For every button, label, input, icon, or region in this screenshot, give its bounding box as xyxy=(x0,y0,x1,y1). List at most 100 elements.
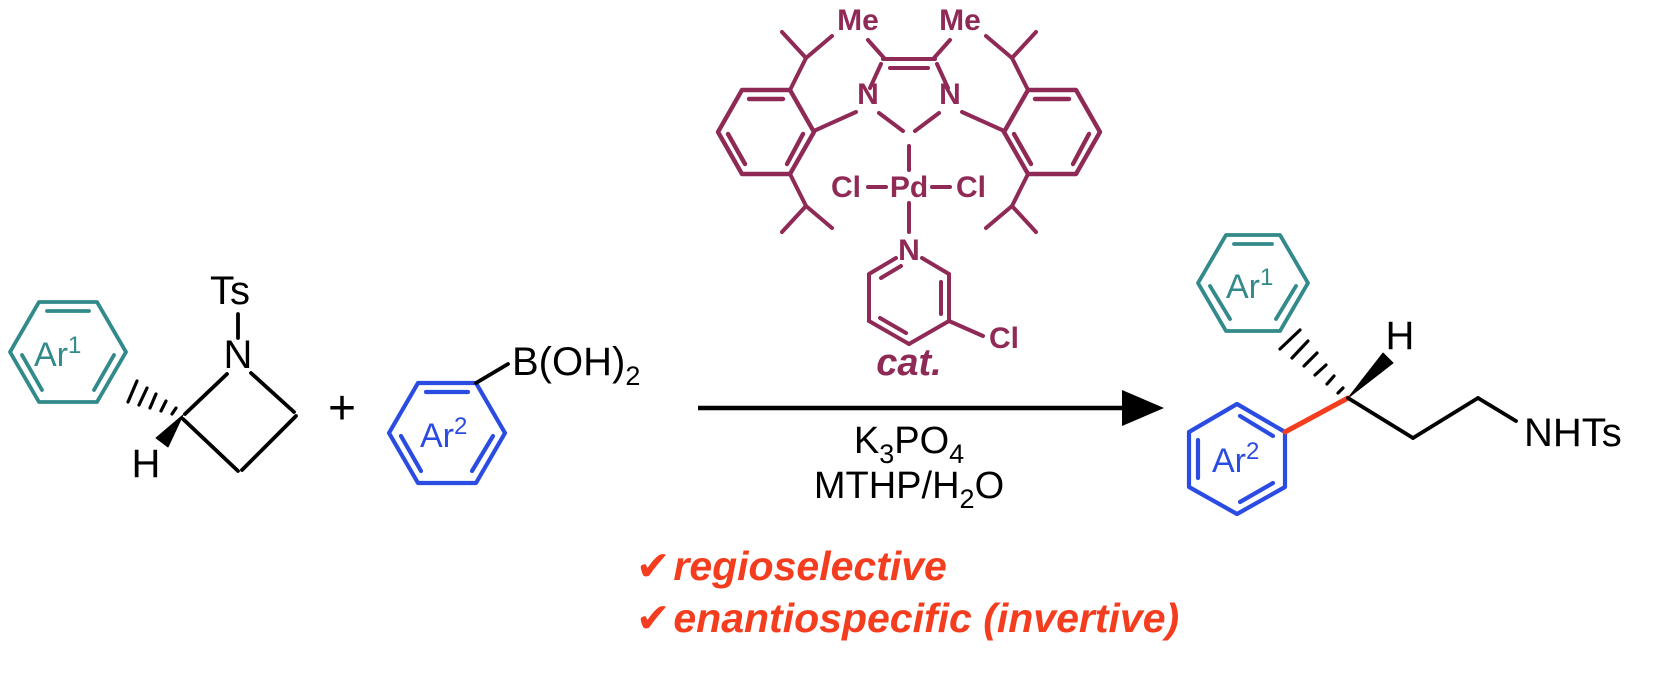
double-bond-inner xyxy=(398,433,424,474)
azetidine-ring xyxy=(181,371,298,473)
me-left-label: Me xyxy=(837,4,879,37)
me-bond xyxy=(932,38,952,60)
ipr-bond xyxy=(780,204,808,234)
left-aryl-group xyxy=(715,30,858,234)
product-molecule: Ar1 Ar2 H NHTs xyxy=(1186,233,1622,517)
double-bond-inner xyxy=(20,353,44,392)
cl-right-label: Cl xyxy=(956,171,986,204)
double-bond-inner xyxy=(92,353,116,392)
ipr-bond xyxy=(804,34,834,60)
arrow-head xyxy=(1122,390,1164,426)
ring-bond xyxy=(867,319,911,346)
ipr-bond xyxy=(788,56,808,92)
ring-bond xyxy=(249,371,296,414)
ipr-bond xyxy=(984,34,1014,60)
ipr-bond xyxy=(780,30,808,60)
ipr-bond xyxy=(1010,204,1038,234)
bold-wedge-to-h xyxy=(155,414,184,448)
imidazole-ring xyxy=(866,38,952,133)
hash-mark xyxy=(1313,363,1328,377)
h-label-product: H xyxy=(1386,314,1415,358)
pd-label: Pd xyxy=(890,171,928,204)
hash-mark xyxy=(1336,386,1345,395)
double-bond-inner xyxy=(1237,480,1276,505)
ipr-bond xyxy=(804,204,834,230)
imidazole-n-right-label: N xyxy=(939,78,961,111)
ring-bond xyxy=(183,372,229,416)
catalyst-structure: Me Me N N xyxy=(715,4,1103,355)
boronic-acid-label: B(OH)2 xyxy=(512,340,640,391)
hashed-wedge-to-ar1-product xyxy=(1278,328,1345,395)
new-c-c-bond-highlighted xyxy=(1282,395,1351,435)
ar2-label-reactant: Ar2 xyxy=(420,413,467,455)
hash-mark xyxy=(126,379,139,404)
hashed-wedge-to-ar1 xyxy=(126,379,178,416)
bold-wedge-to-h-product xyxy=(1347,352,1394,399)
hash-mark xyxy=(170,406,178,416)
hash-mark xyxy=(159,399,168,413)
ar2-ring-product xyxy=(1186,401,1288,517)
selectivity-notes: ✔regioselective ✔enantiospecific (invert… xyxy=(636,543,1179,641)
hash-mark xyxy=(148,392,158,410)
double-bond-inner xyxy=(469,433,496,474)
chain-bond xyxy=(1411,396,1480,440)
ar2-label-product: Ar2 xyxy=(1212,438,1259,480)
ipr-bond xyxy=(984,204,1014,230)
benzene-ring-outline xyxy=(1186,401,1288,517)
imidazole-n-left-label: N xyxy=(857,78,879,111)
reactant-boronic-acid: Ar2 B(OH)2 xyxy=(386,340,640,486)
nhts-label: NHTs xyxy=(1524,411,1622,455)
me-bond xyxy=(866,38,886,60)
c-cl-bond xyxy=(947,319,985,338)
isopropyl-top-left xyxy=(780,30,834,92)
benzene-ring-outline xyxy=(1196,233,1310,333)
aryl-ring-right xyxy=(1001,87,1103,177)
note-regioselective: ✔regioselective xyxy=(636,543,947,589)
azetidine-n-label: N xyxy=(224,333,253,377)
ipr-bond xyxy=(788,172,808,208)
double-bond-inner xyxy=(1070,131,1092,167)
c-b-bond xyxy=(474,362,510,385)
ring-bond xyxy=(935,62,950,90)
right-aryl-group xyxy=(960,30,1103,234)
note-enantiospecific: ✔enantiospecific (invertive) xyxy=(636,595,1179,641)
ipr-bond xyxy=(1010,172,1030,208)
double-bond-inner xyxy=(1011,131,1034,167)
isopropyl-top-right xyxy=(984,30,1038,92)
isopropyl-bottom-left xyxy=(780,172,834,234)
ring-bond xyxy=(913,111,941,133)
benzene-ring-outline xyxy=(1001,87,1103,177)
chain-bond xyxy=(1476,396,1518,423)
reactant-azetidine: Ar1 Ts N H xyxy=(8,269,298,486)
hash-mark xyxy=(1278,328,1302,351)
hash-mark xyxy=(137,386,149,407)
isopropyl-bottom-right xyxy=(984,172,1038,234)
n-aryl-bond xyxy=(814,110,858,132)
ring-bond xyxy=(868,62,883,90)
ring-bond xyxy=(240,414,298,472)
benzene-ring-outline xyxy=(715,87,817,177)
me-right-label: Me xyxy=(939,4,981,37)
pyridine-ring xyxy=(867,256,985,346)
ar1-ring-product xyxy=(1196,233,1310,333)
cl-left-label: Cl xyxy=(831,171,861,204)
plus-sign: + xyxy=(328,382,356,435)
solvent-label: MTHP/H2O xyxy=(814,465,1004,514)
ring-bond xyxy=(920,256,951,276)
ar1-label-reactant: Ar1 xyxy=(34,332,81,374)
double-bond-inner xyxy=(878,316,908,335)
ring-bond xyxy=(877,111,905,133)
pyridine-n-label: N xyxy=(898,234,920,267)
double-bond-inner xyxy=(784,131,806,167)
conditions: K3PO4 MTHP/H2O xyxy=(814,420,1004,514)
double-bond-inner xyxy=(725,131,748,167)
hash-mark xyxy=(1325,374,1336,386)
reaction-arrow xyxy=(698,390,1164,426)
ar1-ring-reactant xyxy=(8,300,128,404)
ring-bond xyxy=(867,256,898,276)
chain-bond xyxy=(1346,396,1415,440)
double-bond-inner xyxy=(1237,413,1276,439)
pyridine-cl-label: Cl xyxy=(989,322,1019,355)
